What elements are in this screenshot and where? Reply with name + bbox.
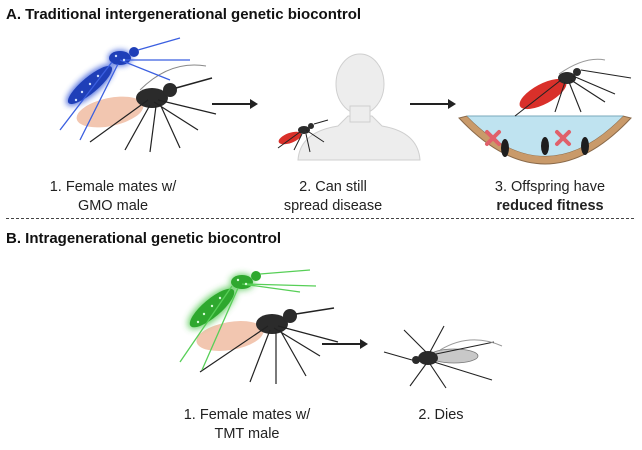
- caption-b1-line2: TMT male: [214, 426, 280, 442]
- gmo-male-mosquito: [59, 37, 190, 141]
- caption-a3-line2: reduced fitness: [496, 198, 604, 214]
- caption-a3-line1: 3. Offspring have: [494, 179, 606, 195]
- gmo-mating-mosquitoes-illustration: [59, 37, 217, 153]
- tmt-male-mosquito: [179, 269, 317, 371]
- caption-b2-line1: 2. Dies: [418, 407, 464, 423]
- arrow-a2-to-a3: [410, 99, 456, 109]
- caption-a1: 1. Female mates w/ GMO male: [28, 178, 198, 216]
- caption-a1-line1: 1. Female mates w/: [49, 179, 177, 195]
- human-bust: [297, 53, 421, 161]
- dead-mosquito-illustration: [383, 325, 503, 389]
- human-with-mosquito-illustration: [277, 53, 421, 161]
- caption-b1: 1. Female mates w/ TMT male: [162, 406, 332, 444]
- section-b-title: B. Intragenerational genetic biocontrol: [6, 230, 282, 247]
- caption-b2: 2. Dies: [396, 406, 486, 425]
- arrow-a1-to-a2: [212, 99, 258, 109]
- section-divider: [6, 218, 634, 219]
- caption-b1-line1: 1. Female mates w/: [183, 407, 311, 423]
- blood-fed-mosquito-a3: [514, 58, 632, 117]
- cross-icon: [485, 130, 571, 146]
- caption-a2: 2. Can still spread disease: [268, 178, 398, 216]
- offspring-water-dish-illustration: [458, 58, 632, 165]
- caption-a2-line1: 2. Can still: [299, 179, 367, 195]
- caption-a3: 3. Offspring have reduced fitness: [476, 178, 624, 216]
- female-mosquito-b1: [196, 307, 339, 384]
- caption-a2-line2: spread disease: [283, 198, 383, 214]
- tmt-mating-mosquitoes-illustration: [179, 269, 339, 384]
- arrow-b1-to-b2: [322, 339, 368, 349]
- section-a-title: A. Traditional intergenerational genetic…: [6, 6, 362, 23]
- blood-fed-mosquito: [277, 119, 329, 153]
- caption-a1-line2: GMO male: [77, 198, 149, 214]
- larva-eggs: [501, 137, 589, 157]
- female-mosquito-a1: [76, 64, 217, 153]
